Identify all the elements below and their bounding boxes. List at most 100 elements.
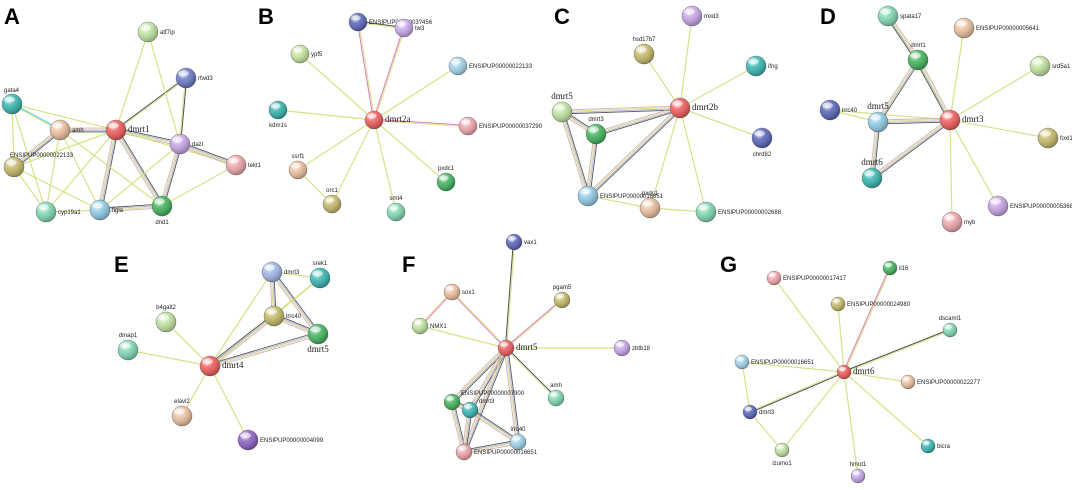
- node-circle[interactable]: [939, 109, 961, 131]
- node-circle[interactable]: [268, 100, 288, 120]
- node-circle[interactable]: [942, 322, 958, 338]
- node-dmrt6d[interactable]: dmrt6: [861, 157, 883, 189]
- node-circle[interactable]: [907, 49, 929, 71]
- node-ensip5641[interactable]: ENSIPUP00000005641: [953, 17, 1040, 39]
- node-chrd82[interactable]: chrd82: [751, 127, 773, 158]
- node-circle[interactable]: [547, 389, 565, 407]
- node-smt4[interactable]: smt4: [386, 196, 406, 222]
- node-circle[interactable]: [577, 185, 599, 207]
- node-izumo1[interactable]: izumo1: [772, 442, 792, 467]
- node-lrrc40[interactable]: lrrc40: [819, 99, 858, 121]
- node-circle[interactable]: [669, 97, 691, 119]
- node-circle[interactable]: [175, 67, 197, 89]
- node-circle[interactable]: [290, 44, 310, 64]
- node-amh[interactable]: amh: [49, 119, 84, 141]
- node-pxdc1[interactable]: pxdc1: [436, 166, 456, 192]
- node-circle[interactable]: [953, 17, 975, 39]
- node-circle[interactable]: [49, 119, 71, 141]
- node-lrrc40f[interactable]: lrrc40: [509, 427, 527, 451]
- node-atf7ip[interactable]: atf7ip: [137, 21, 175, 43]
- node-circle[interactable]: [861, 167, 883, 189]
- node-circle[interactable]: [364, 110, 384, 130]
- node-circle[interactable]: [553, 291, 571, 309]
- node-circle[interactable]: [850, 468, 866, 484]
- node-circle[interactable]: [836, 364, 852, 380]
- node-circle[interactable]: [882, 260, 898, 276]
- node-elavl2[interactable]: elavl2: [171, 399, 193, 427]
- node-gata4[interactable]: gata4: [1, 88, 23, 115]
- node-circle[interactable]: [237, 429, 259, 451]
- node-circle[interactable]: [877, 5, 899, 27]
- node-ensip22133[interactable]: ENSIPUP00000022133: [3, 153, 74, 178]
- node-circle[interactable]: [3, 156, 25, 178]
- node-ensip22133b[interactable]: ENSIPUP00000022133: [448, 56, 533, 76]
- node-circle[interactable]: [169, 133, 191, 155]
- node-circle[interactable]: [411, 317, 429, 335]
- node-sox1[interactable]: sox1: [443, 283, 475, 301]
- node-circle[interactable]: [734, 354, 750, 370]
- node-il16[interactable]: il16: [882, 260, 909, 276]
- node-circle[interactable]: [830, 296, 846, 312]
- node-dmrt5e[interactable]: dmrt5: [307, 323, 329, 354]
- node-circle[interactable]: [322, 194, 342, 214]
- node-hsd17b7[interactable]: hsd17b7: [632, 37, 656, 65]
- node-circle[interactable]: [117, 339, 139, 361]
- node-circle[interactable]: [941, 211, 963, 233]
- node-circle[interactable]: [461, 401, 479, 419]
- node-circle[interactable]: [987, 195, 1009, 217]
- node-pxdc1c[interactable]: pxdc1: [639, 191, 661, 219]
- node-circle[interactable]: [695, 201, 717, 223]
- node-circle[interactable]: [155, 311, 177, 333]
- node-circle[interactable]: [1037, 127, 1059, 149]
- node-zbtb18[interactable]: zbtb18: [613, 339, 651, 357]
- node-circle[interactable]: [443, 393, 461, 411]
- node-circle[interactable]: [509, 433, 527, 451]
- node-amhf[interactable]: amh: [547, 383, 565, 407]
- node-circle[interactable]: [458, 116, 478, 136]
- node-dmrt5c[interactable]: dmrt5: [551, 91, 573, 123]
- node-circle[interactable]: [613, 339, 631, 357]
- node-circle[interactable]: [867, 111, 889, 133]
- node-ensip37290[interactable]: ENSIPUP00000037290: [458, 116, 543, 136]
- node-ensip5368[interactable]: ENSIPUP00000005368: [987, 195, 1072, 217]
- node-circle[interactable]: [348, 12, 368, 32]
- node-circle[interactable]: [639, 197, 661, 219]
- node-b4galt2[interactable]: b4galt2: [155, 305, 177, 333]
- node-spata17[interactable]: spata17: [877, 5, 922, 27]
- node-circle[interactable]: [105, 119, 127, 141]
- node-ssrf1[interactable]: ssrf1: [288, 154, 308, 180]
- node-circle[interactable]: [551, 101, 573, 123]
- node-circle[interactable]: [920, 438, 936, 454]
- node-circle[interactable]: [633, 43, 655, 65]
- node-circle[interactable]: [288, 160, 308, 180]
- node-circle[interactable]: [89, 199, 111, 221]
- node-circle[interactable]: [443, 283, 461, 301]
- node-ensip17417[interactable]: ENSIPUP00000017417: [766, 270, 847, 286]
- node-circle[interactable]: [436, 172, 456, 192]
- node-circle[interactable]: [774, 442, 790, 458]
- node-circle[interactable]: [307, 323, 329, 345]
- node-dmrt3e[interactable]: dmrt3: [261, 261, 300, 283]
- node-circle[interactable]: [819, 99, 841, 121]
- node-circle[interactable]: [151, 195, 173, 217]
- node-dmrt2a[interactable]: dmrt2a: [364, 110, 411, 130]
- node-vax1[interactable]: vax1: [505, 233, 537, 251]
- node-mxd3[interactable]: mxd3: [681, 5, 719, 27]
- node-dmrt5[interactable]: dmrt5: [497, 339, 538, 357]
- node-rfwd3[interactable]: rfwd3: [175, 67, 213, 89]
- node-circle[interactable]: [1029, 55, 1051, 77]
- node-circle[interactable]: [681, 5, 703, 27]
- node-dmrt5d[interactable]: dmrt5: [867, 101, 889, 133]
- node-circle[interactable]: [199, 355, 221, 377]
- node-circle[interactable]: [745, 55, 767, 77]
- node-circle[interactable]: [309, 267, 331, 289]
- node-circle[interactable]: [263, 305, 285, 327]
- node-figla[interactable]: figla: [89, 199, 124, 221]
- node-bicra[interactable]: bicra: [920, 438, 951, 454]
- node-dmrt6[interactable]: dmrt6: [836, 364, 875, 380]
- node-circle[interactable]: [261, 261, 283, 283]
- node-circle[interactable]: [900, 374, 916, 390]
- node-circle[interactable]: [1, 93, 23, 115]
- node-dmrt3c[interactable]: dmrt3: [585, 117, 607, 145]
- node-circle[interactable]: [751, 127, 773, 149]
